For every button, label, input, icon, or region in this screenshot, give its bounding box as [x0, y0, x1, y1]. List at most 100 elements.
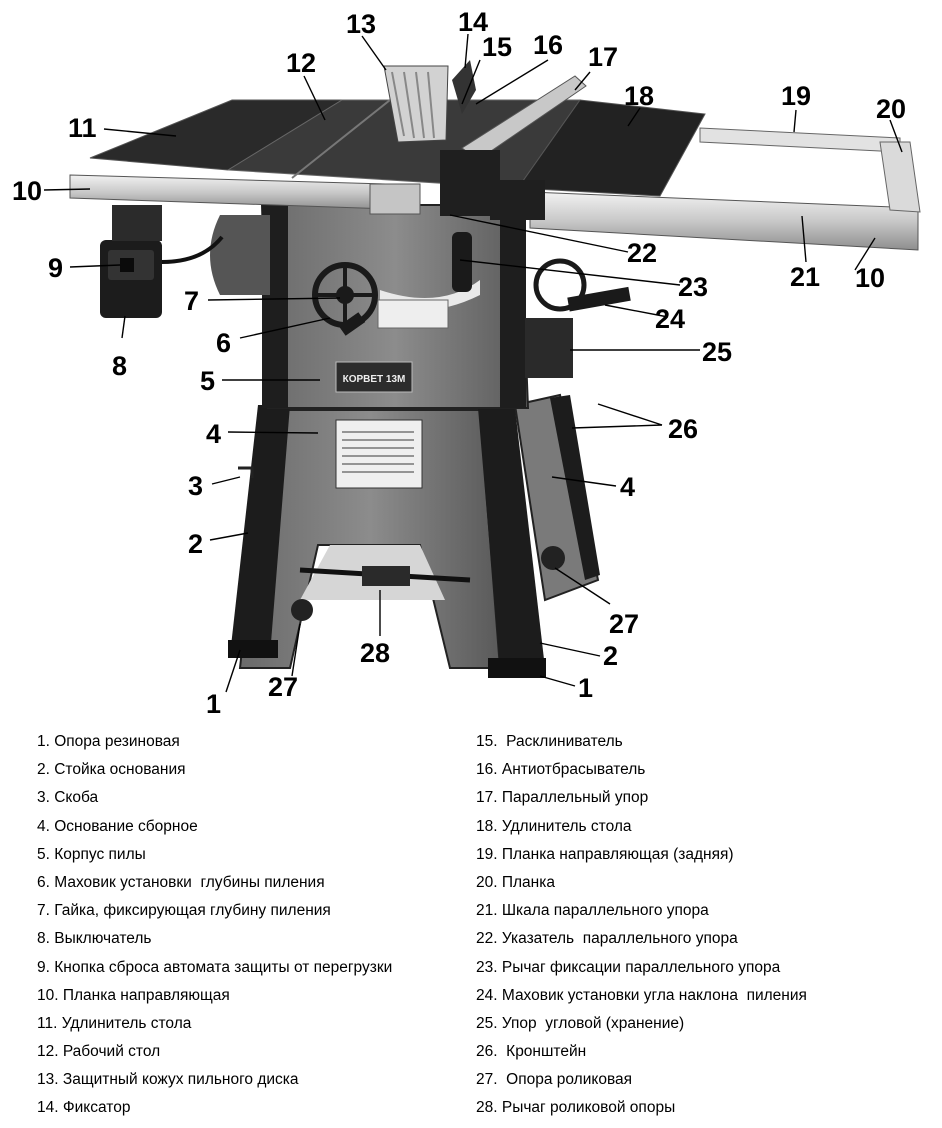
- legend-item: 19. Планка направляющая (задняя): [476, 845, 734, 863]
- callout-21: 21: [790, 262, 820, 292]
- legend-item: 10. Планка направляющая: [37, 986, 230, 1004]
- rubber-foot-right: [488, 658, 546, 678]
- callout-27: 27: [268, 672, 298, 702]
- switch-mount: [112, 205, 162, 241]
- base-leg-front-right: [478, 408, 545, 668]
- legend-item: 8. Выключатель: [37, 930, 152, 948]
- callout-11: 11: [68, 113, 97, 143]
- legend-item: 14. Фиксатор: [37, 1099, 131, 1117]
- callout-16: 16: [533, 30, 563, 60]
- callout-13: 13: [346, 9, 376, 39]
- legend-item: 17. Параллельный упор: [476, 789, 649, 807]
- callout-5: 5: [200, 366, 215, 396]
- base-leg-rear-right: [550, 395, 600, 580]
- legend-item: 16. Антиотбрасыватель: [476, 761, 646, 779]
- brand-plate: [335, 361, 413, 393]
- roller-wheel-left: [291, 599, 313, 621]
- bevel-handwheel: [533, 258, 631, 312]
- callout-4: 4: [206, 419, 221, 449]
- legend-item: 9. Кнопка сброса автомата защиты от пере…: [37, 958, 393, 976]
- guide-rail-front: [69, 174, 421, 211]
- legend-item: 3. Скоба: [37, 789, 99, 807]
- guide-rail-end-cap: [369, 183, 421, 215]
- base-stand: [228, 393, 600, 678]
- legend-right-column: 15. Расклиниватель 16. Антиотбрасыватель…: [476, 728, 916, 1123]
- legend-item: 13. Защитный кожух пильного диска: [37, 1071, 299, 1089]
- legend-item: 4. Основание сборное: [37, 817, 198, 835]
- table-assembly: [69, 60, 921, 292]
- callout-14: 14: [458, 7, 488, 37]
- legend-item: 26. Кронштейн: [476, 1043, 587, 1061]
- callout-2: 2: [603, 641, 618, 671]
- depth-scale: [377, 299, 449, 329]
- callout-3: 3: [188, 471, 203, 501]
- legend-item: 21. Шкала параллельного упора: [476, 902, 709, 920]
- callout-25: 25: [702, 337, 732, 367]
- callout-20: 20: [876, 94, 906, 124]
- rail-bar: [879, 141, 921, 213]
- bracket-handle: [238, 466, 254, 478]
- callout-9: 9: [48, 253, 63, 283]
- callout-10: 10: [855, 263, 885, 293]
- callout-15: 15: [482, 32, 512, 62]
- base-side-panel: [513, 393, 600, 602]
- callout-4: 4: [620, 472, 635, 502]
- callout-12: 12: [286, 48, 316, 78]
- riving-knife: [452, 60, 476, 114]
- legend-item: 18. Удлинитель стола: [476, 817, 632, 835]
- callout-1: 1: [206, 689, 221, 719]
- legend-item: 2. Стойка основания: [37, 761, 186, 779]
- base-leg-front-left: [230, 405, 290, 655]
- callout-18: 18: [624, 81, 654, 111]
- motor-housing: [210, 215, 270, 295]
- brand-label: КОРВЕТ 13М: [343, 374, 406, 385]
- legend-item: 22. Указатель параллельного упора: [476, 930, 738, 948]
- angle-stop-storage: [525, 318, 573, 378]
- roller-wheel-right: [541, 546, 565, 570]
- callout-2: 2: [188, 529, 203, 559]
- table-saw-diagram: КОРВЕТ 13М: [12, 7, 921, 719]
- legend-item: 28. Рычаг роликовой опоры: [476, 1099, 676, 1117]
- leader-lines: [43, 33, 903, 693]
- power-cord: [161, 235, 224, 264]
- legend-item: 5. Корпус пилы: [37, 845, 146, 863]
- table-seam: [291, 99, 391, 179]
- legend-item: 11. Удлинитель стола: [37, 1014, 192, 1032]
- callout-27: 27: [609, 609, 639, 639]
- callout-26: 26: [668, 414, 698, 444]
- legend-item: 20. Планка: [476, 873, 555, 891]
- legend-item: 25. Упор угловой (хранение): [476, 1014, 685, 1032]
- legend-item: 23. Рычаг фиксации параллельного упора: [476, 958, 781, 976]
- rubber-foot-left: [228, 640, 278, 658]
- spec-plate: [335, 419, 423, 489]
- depth-handwheel: [312, 262, 378, 336]
- callout-22: 22: [627, 238, 657, 268]
- rear-guide-rail: [699, 127, 901, 153]
- legend-item: 7. Гайка, фиксирующая глубину пиления: [37, 902, 331, 920]
- callout-6: 6: [216, 328, 231, 358]
- roller-lever-pedal: [362, 566, 410, 586]
- legend-item: 24. Маховик установки угла наклона пилен…: [476, 986, 807, 1004]
- callout-8: 8: [112, 351, 127, 381]
- legend-item: 15. Расклиниватель: [476, 733, 623, 750]
- callout-17: 17: [588, 42, 618, 72]
- motor-switch: [100, 240, 162, 318]
- callout-28: 28: [360, 638, 390, 668]
- housing-edge-right: [500, 205, 526, 408]
- legend-item: 1. Опора резиновая: [37, 733, 180, 750]
- callout-numbers: 1 1 2 2 3 4 4 5 6 7 8 9 10 10 11 12 13 1…: [12, 7, 906, 719]
- callout-24: 24: [655, 304, 685, 334]
- rip-fence: [440, 75, 587, 292]
- callout-7: 7: [184, 286, 199, 316]
- legend-item: 27. Опора роликовая: [476, 1071, 633, 1089]
- legend-item: 6. Маховик установки глубины пиления: [37, 873, 325, 891]
- legend-left-column: 1. Опора резиновая 2. Стойка основания 3…: [37, 728, 457, 1123]
- callout-19: 19: [781, 81, 811, 111]
- fence-scale-rail: [529, 191, 919, 251]
- callout-1: 1: [578, 673, 593, 703]
- blade-guard: [383, 65, 449, 143]
- legend-item: 12. Рабочий стол: [37, 1043, 161, 1061]
- callout-10: 10: [12, 176, 42, 206]
- table-extension-right: [517, 99, 706, 197]
- callout-23: 23: [678, 272, 708, 302]
